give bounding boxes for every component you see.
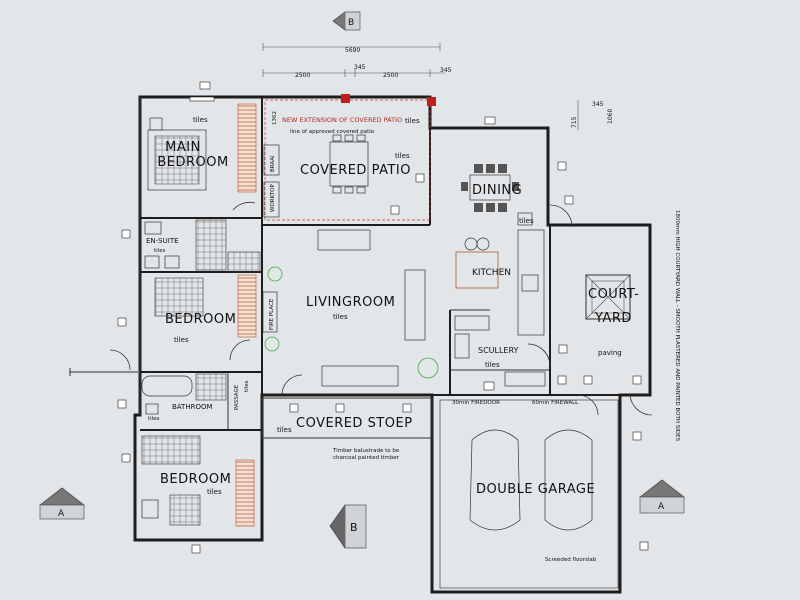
covered-patio-finish-1: tiles — [405, 117, 420, 125]
bathroom-label: BATHROOM — [172, 403, 213, 411]
room-dining: DINING tiles — [461, 164, 534, 226]
ensuite-finish: tiles — [154, 248, 166, 254]
patio-side-dimension: 1362 — [272, 111, 278, 125]
courtyard-finish: paving — [598, 349, 622, 357]
car-1-outline — [469, 429, 521, 531]
dimension-end: 345 — [440, 67, 452, 74]
patio-chairs — [332, 134, 366, 194]
patio-approved-line: line of approved covered patio — [290, 129, 375, 135]
scullery-label: SCULLERY — [478, 346, 519, 355]
fire-place-label: FIRE PLACE — [269, 298, 275, 330]
room-scullery: SCULLERY tiles — [454, 315, 551, 387]
dimension-lines: 5690 2500 345 2500 345 345 715 1060 — [262, 43, 614, 130]
dimension-right: 2500 — [383, 72, 398, 79]
section-marker-bottom: B — [329, 504, 367, 549]
courtyard-label-line2: YARD — [594, 311, 632, 326]
section-marker-top-label: B — [348, 18, 354, 28]
covered-stoep-label: COVERED STOEP — [296, 416, 413, 431]
firedoor-note: 30min FIREDOOR — [452, 400, 500, 406]
kitchen-label: KITCHEN — [472, 268, 511, 278]
dimension-mid: 345 — [354, 64, 366, 71]
section-marker-bottom-label: B — [350, 521, 358, 534]
room-covered-stoep: COVERED STOEP tiles Timber balustrade to… — [277, 416, 413, 461]
dining-finish: tiles — [519, 217, 534, 225]
bathroom-finish: tiles — [148, 416, 160, 422]
patio-extension-note: NEW EXTENSION OF COVERED PATIO — [282, 116, 402, 124]
room-covered-patio: BRAAI WORKTOP NEW EXTENSION OF COVERED P… — [263, 94, 436, 221]
dimension-left: 2500 — [295, 72, 310, 79]
dimension-side-715: 715 — [571, 116, 578, 128]
room-ensuite: EN-SUITE tiles — [144, 202, 256, 271]
room-courtyard: COURT- YARD paving 1800mm HIGH COURTYARD… — [549, 204, 680, 442]
courtyard-wall-note: 1800mm HIGH COURTYARD WALL - SMOOTH PLAS… — [674, 210, 680, 442]
worktop-label: WORKTOP — [270, 184, 276, 212]
dining-label: DINING — [472, 183, 522, 198]
room-bedroom-1: BEDROOM tiles — [154, 274, 257, 361]
ensuite-label: EN-SUITE — [146, 237, 179, 245]
wardrobe-main — [237, 103, 257, 193]
bedroom-2-label: BEDROOM — [160, 472, 231, 487]
section-marker-left-label: A — [58, 509, 65, 519]
section-marker-right-label: A — [658, 502, 665, 512]
room-bedroom-2: BEDROOM tiles — [141, 435, 255, 527]
livingroom-finish: tiles — [333, 313, 348, 321]
room-double-garage: DOUBLE GARAGE Screeded floorslab 30min F… — [439, 394, 619, 589]
car-2-outline — [544, 429, 593, 531]
section-marker-left: A — [38, 487, 86, 520]
covered-patio-finish-2: tiles — [395, 152, 410, 160]
balustrade-note: Timber balustrade to be — [332, 448, 400, 454]
garage-floor-note: Screeded floorslab — [545, 557, 597, 563]
interior-walls — [140, 97, 620, 439]
bedroom-2-finish: tiles — [207, 488, 222, 496]
main-bedroom-label-line1: MAIN — [165, 140, 201, 155]
main-bedroom-label-line2: BEDROOM — [157, 155, 228, 170]
section-marker-top: B — [332, 11, 361, 31]
bedroom-1-label: BEDROOM — [165, 312, 236, 327]
firewall-note: 60min FIREWALL — [532, 400, 579, 406]
room-main-bedroom: MAIN BEDROOM tiles — [147, 103, 257, 193]
livingroom-label: LIVINGROOM — [306, 295, 395, 310]
window-door-tags — [117, 81, 649, 554]
covered-patio-label: COVERED PATIO — [300, 163, 411, 178]
dining-chairs — [461, 164, 519, 212]
courtyard-label-line1: COURT- — [588, 287, 639, 302]
room-bathroom: BATHROOM tiles PASSAGE tiles — [141, 373, 303, 422]
dimension-side-345: 345 — [592, 101, 604, 108]
covered-stoep-finish: tiles — [277, 426, 292, 434]
main-bedroom-finish: tiles — [193, 116, 208, 124]
double-garage-label: DOUBLE GARAGE — [476, 482, 595, 497]
room-livingroom: FIRE PLACE LIVINGROOM tiles — [227, 229, 439, 387]
dimension-overall: 5690 — [345, 47, 360, 54]
passage-finish: tiles — [244, 380, 250, 392]
balustrade-note-2: charcoal painted timber — [333, 455, 400, 461]
exterior-walls — [69, 95, 652, 594]
room-kitchen: KITCHEN — [455, 229, 545, 336]
braai-label: BRAAI — [270, 155, 276, 172]
section-marker-right: A — [638, 479, 686, 514]
dimension-side-1060: 1060 — [607, 109, 614, 124]
scullery-finish: tiles — [485, 361, 500, 369]
passage-label: PASSAGE — [234, 384, 240, 410]
bedroom-1-finish: tiles — [174, 336, 189, 344]
